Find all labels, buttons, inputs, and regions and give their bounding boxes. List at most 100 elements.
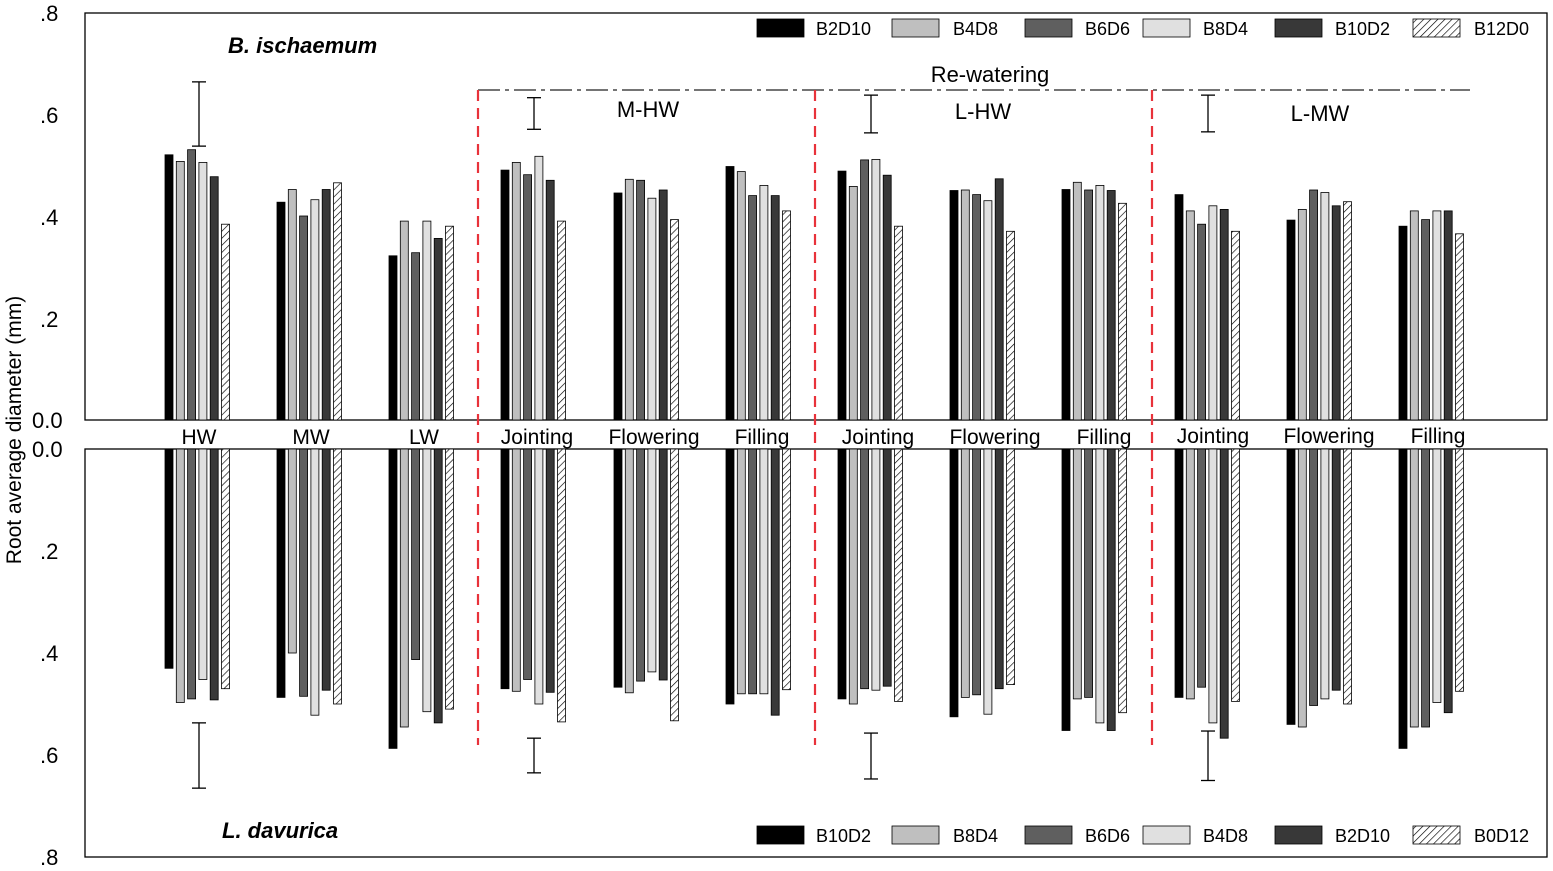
bar-b10d2: [770, 195, 780, 421]
bar-b2d10: [837, 170, 847, 421]
bar-b8d4: [736, 448, 746, 695]
y-tick-label: .4: [40, 641, 58, 666]
category-label: Filling: [1077, 426, 1132, 449]
legend-swatch: [1274, 825, 1323, 845]
bar-b4d8: [1320, 448, 1330, 700]
legend-swatch: [1142, 18, 1191, 38]
bar-b10d2: [1331, 205, 1341, 421]
bar-b0d12: [1343, 448, 1352, 705]
bar-b12d0: [221, 223, 230, 421]
bar-b2d10: [545, 448, 555, 693]
legend-swatch: [891, 18, 940, 38]
bar-b2d10: [321, 448, 331, 691]
bar-b12d0: [894, 225, 903, 421]
bar-b2d10: [1331, 448, 1341, 691]
bar-b8d4: [175, 448, 185, 703]
y-tick-label: .6: [40, 103, 58, 128]
bar-b8d4: [1185, 448, 1195, 700]
bottom-bars: [164, 448, 1464, 749]
period-label: L-MW: [1291, 101, 1350, 126]
bar-b10d2: [164, 448, 174, 669]
category-label: Flowering: [1283, 425, 1374, 448]
bar-b6d6: [523, 174, 532, 421]
bar-b4d8: [511, 161, 521, 421]
bar-b2d10: [882, 448, 892, 687]
bar-b10d2: [388, 448, 398, 749]
bar-b12d0: [782, 210, 791, 421]
legend-label: B0D12: [1474, 826, 1529, 846]
bar-b6d6: [860, 159, 869, 421]
bar-b10d2: [994, 178, 1004, 421]
legend-swatch: [756, 18, 805, 38]
category-label: Filling: [735, 426, 790, 449]
bar-b12d0: [1231, 230, 1240, 421]
legend-label: B8D4: [953, 826, 998, 846]
bar-b10d2: [1443, 210, 1453, 421]
category-label: Jointing: [1177, 425, 1249, 448]
bar-b12d0: [333, 182, 342, 421]
y-tick-label: .4: [40, 205, 58, 230]
legend-label: B2D10: [816, 19, 871, 39]
bar-b8d4: [1409, 448, 1419, 728]
bar-b0d12: [557, 448, 566, 723]
legend-swatch: [756, 825, 805, 845]
bar-b12d0: [1343, 201, 1352, 421]
bar-b6d6: [411, 252, 421, 421]
bar-b0d12: [1118, 448, 1127, 714]
bar-b6d6: [860, 448, 869, 690]
bar-b0d12: [1231, 448, 1240, 702]
bar-b8d4: [534, 155, 544, 421]
bar-b4d8: [1095, 448, 1105, 724]
bar-b8d4: [871, 158, 881, 421]
bar-b10d2: [500, 448, 510, 690]
bar-b6d6: [748, 448, 757, 695]
bar-b8d4: [1208, 205, 1218, 421]
legend-label: B4D8: [1203, 826, 1248, 846]
bar-b0d12: [894, 448, 903, 702]
y-tick-label: 0.0: [32, 408, 63, 433]
bar-b6d6: [972, 194, 981, 421]
bar-b6d6: [636, 179, 645, 421]
bar-b6d6: [972, 448, 981, 696]
bar-b10d2: [1398, 448, 1408, 749]
legend-swatch: [1024, 18, 1073, 38]
bar-b2d10: [164, 154, 174, 421]
legend-swatch: [1274, 18, 1323, 38]
error-bars: [192, 81, 1215, 789]
period-label: M-HW: [617, 97, 680, 122]
bar-b0d12: [333, 448, 342, 705]
bar-b10d2: [1219, 208, 1229, 421]
bar-b6d6: [748, 195, 757, 421]
bar-b6d6: [299, 215, 309, 421]
legend-swatch: [1412, 825, 1461, 845]
category-label: MW: [292, 426, 329, 449]
bar-b4d8: [1208, 448, 1218, 724]
bar-b0d12: [1455, 448, 1464, 692]
legend-label: B6D6: [1085, 19, 1130, 39]
bar-b6d6: [187, 448, 197, 700]
bar-b8d4: [1320, 192, 1330, 421]
bar-b6d6: [187, 149, 197, 421]
bar-b4d8: [624, 178, 634, 421]
bar-b6d6: [636, 448, 645, 682]
legend-swatch: [1412, 18, 1461, 38]
bar-b10d2: [321, 189, 331, 421]
bar-b4d8: [534, 448, 544, 705]
bar-b8d4: [983, 200, 993, 421]
legend-label: B10D2: [816, 826, 871, 846]
bar-b6d6: [1309, 448, 1318, 706]
bar-b4d8: [871, 448, 881, 691]
bar-b10d2: [1106, 190, 1116, 421]
bar-b2d10: [500, 169, 510, 421]
bar-b2d10: [209, 448, 219, 701]
bar-b2d10: [949, 190, 959, 421]
y-axis-label: Root average diameter (mm): [3, 296, 26, 564]
bar-b2d10: [725, 166, 735, 421]
category-label: Jointing: [501, 426, 573, 449]
y-tick-label: .6: [40, 743, 58, 768]
top-bars: [164, 149, 1464, 421]
rewatering-label: Re-watering: [931, 62, 1050, 87]
y-tick-label: .8: [40, 1, 58, 26]
bar-b2d10: [433, 448, 443, 724]
